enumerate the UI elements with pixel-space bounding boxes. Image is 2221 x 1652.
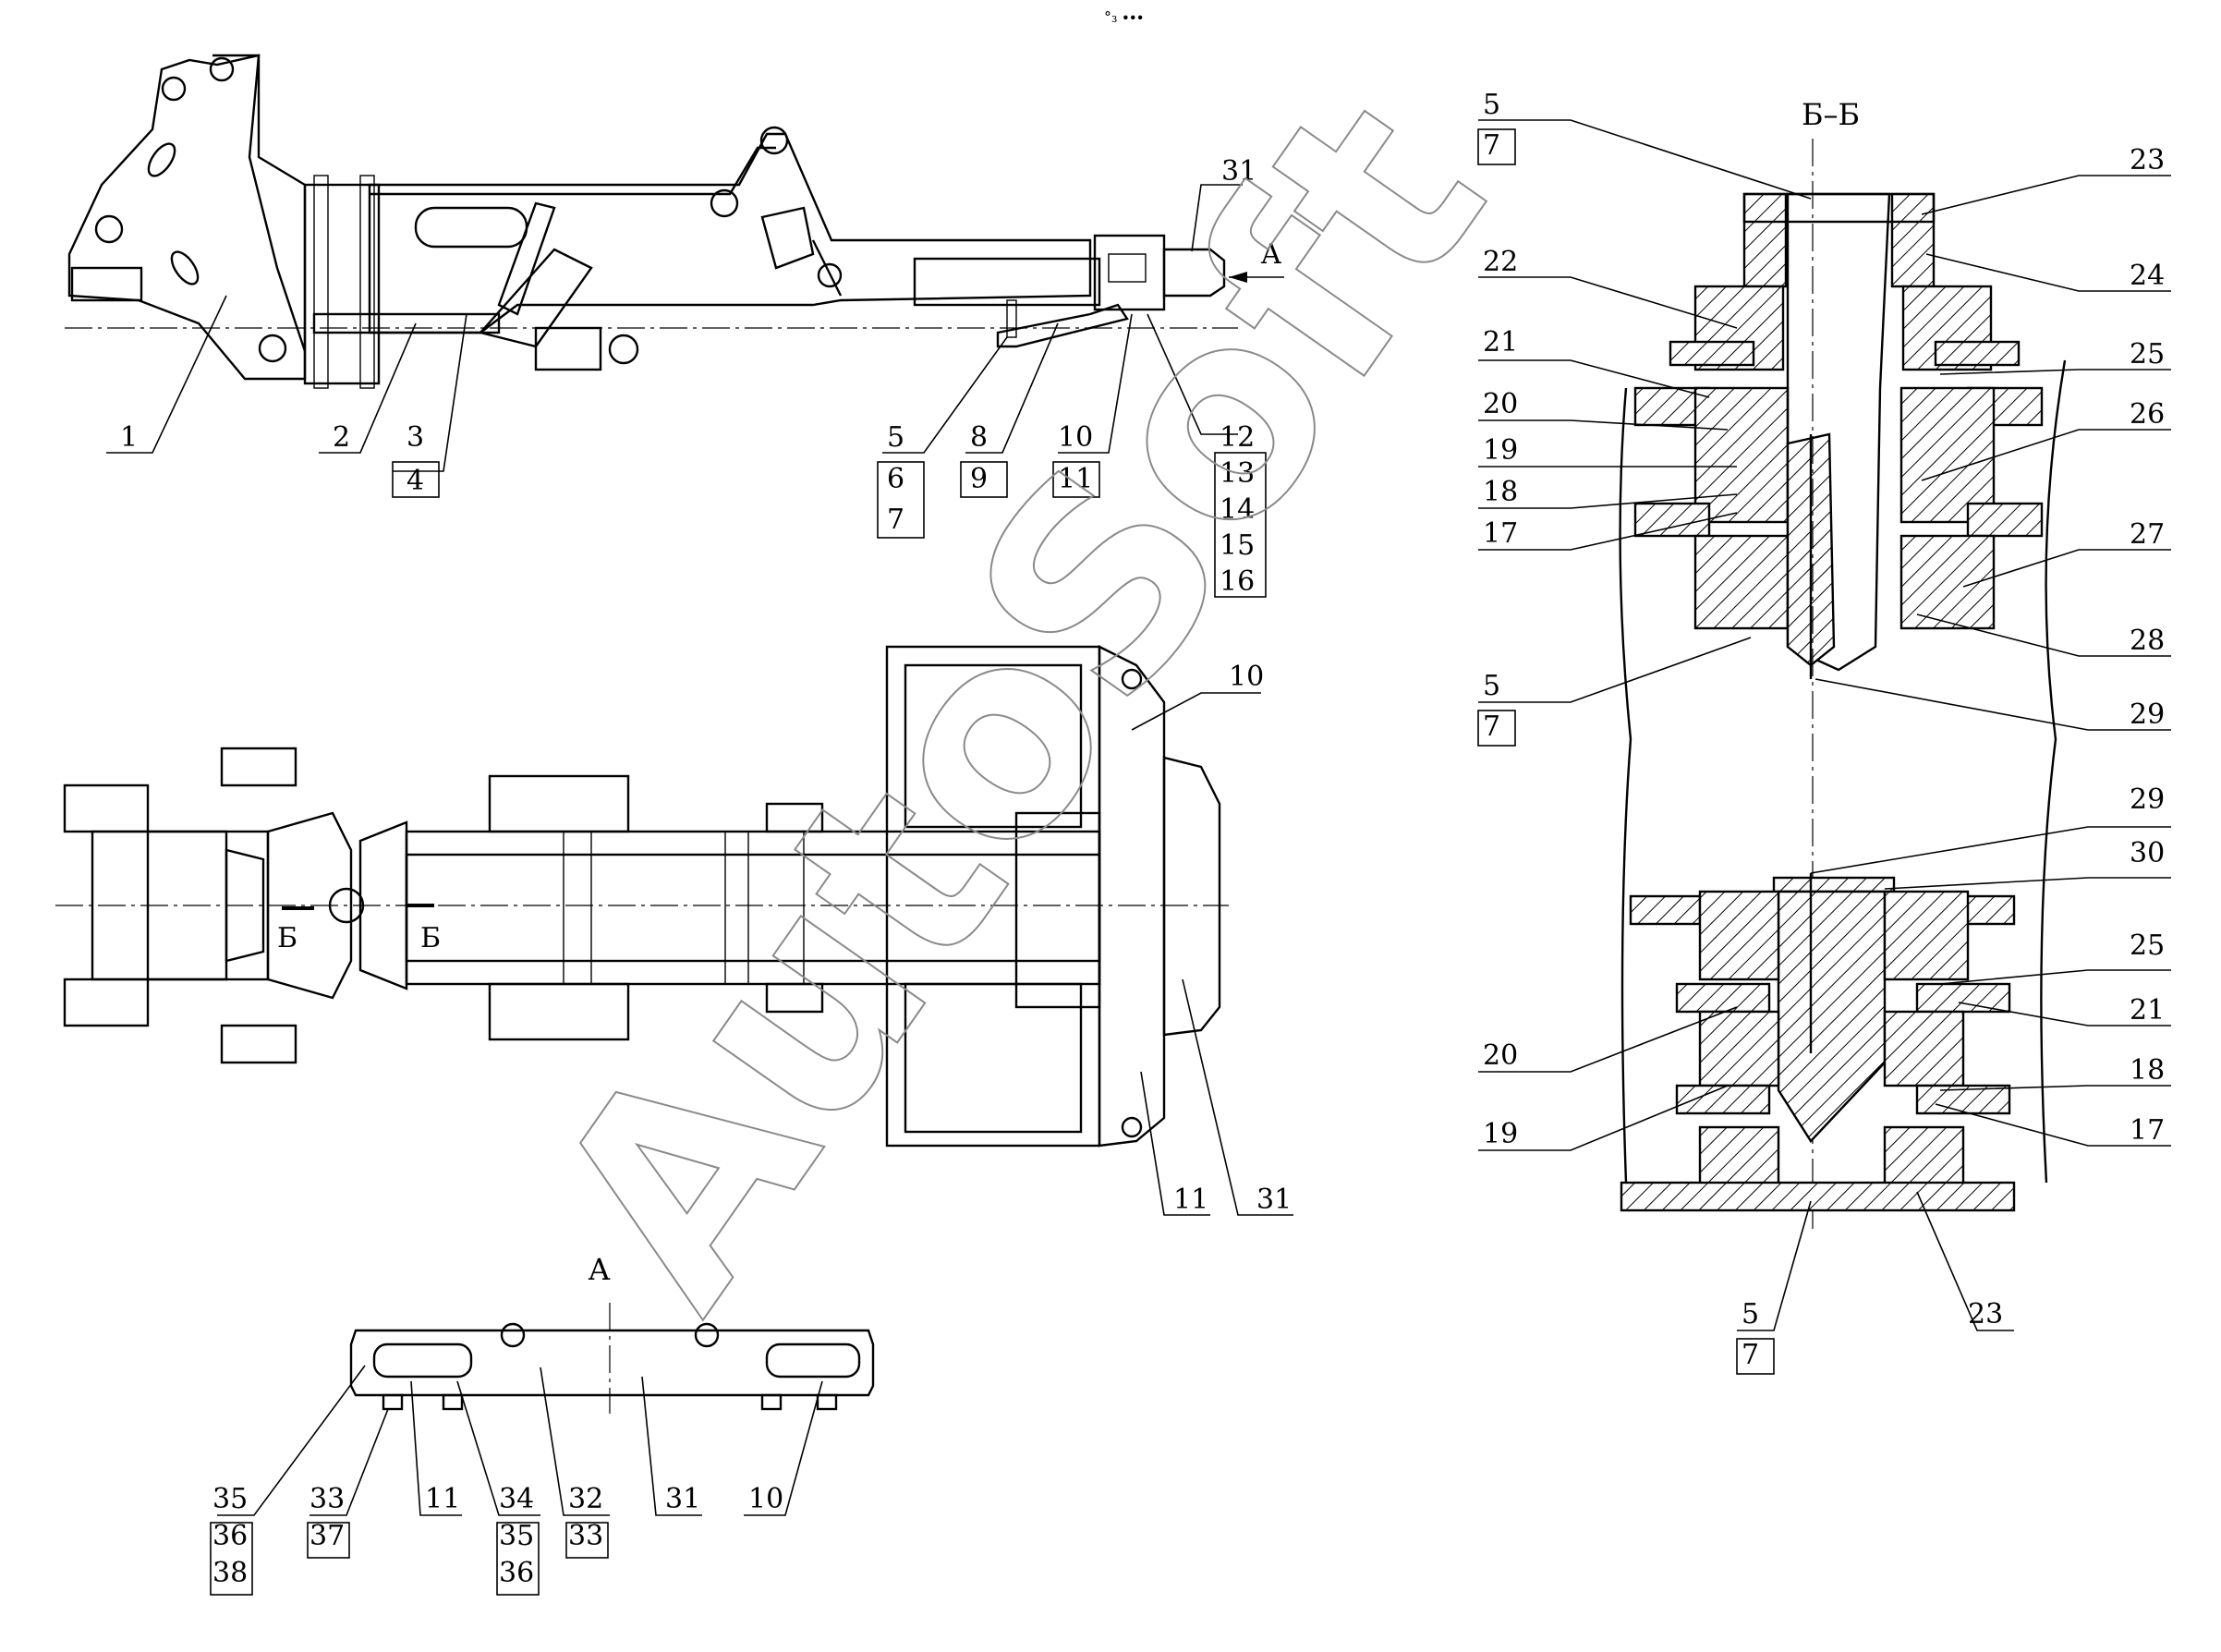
s-label-17-bottom: 17 (2130, 1114, 2165, 1147)
label-4: 4 (407, 465, 424, 497)
plan-label-10: 10 (1229, 661, 1264, 693)
a-label-31: 31 (665, 1483, 700, 1515)
label-15: 15 (1220, 529, 1255, 562)
view-a: A (349, 1252, 875, 1414)
a-label-10: 10 (748, 1483, 783, 1515)
side-view-labels: 1 2 3 4 5 6 7 8 9 10 11 12 13 14 15 16 3… (120, 155, 1267, 598)
s-label-28: 28 (2130, 625, 2165, 657)
label-3: 3 (407, 421, 424, 454)
s-label-30: 30 (2130, 837, 2165, 869)
s-label-5-top: 5 (1483, 89, 1500, 121)
a-label-11: 11 (425, 1483, 460, 1515)
s-label-17-top: 17 (1483, 517, 1518, 550)
arrow-a-label: A (1260, 238, 1281, 271)
section-title: Б–Б (1802, 97, 1860, 132)
a-label-34: 34 (499, 1483, 534, 1515)
watermark: AutoSoft (492, 45, 1546, 1359)
s-label-20-bottom: 20 (1483, 1039, 1518, 1072)
s-label-5-mid: 5 (1483, 670, 1500, 702)
a-label-36: 36 (212, 1520, 248, 1552)
a-label-35: 35 (212, 1483, 248, 1515)
s-label-29-top: 29 (2130, 698, 2165, 731)
s-label-27: 27 (2130, 518, 2165, 551)
label-2: 2 (333, 421, 350, 454)
s-label-21-bottom: 21 (2130, 994, 2165, 1026)
label-11: 11 (1058, 463, 1093, 495)
a-label-33: 33 (309, 1483, 345, 1515)
s-label-18-top: 18 (1483, 476, 1518, 508)
section-leaders (1478, 119, 2171, 1331)
label-31: 31 (1221, 155, 1256, 188)
a-label-33b: 33 (568, 1520, 603, 1552)
s-label-21-top: 21 (1483, 326, 1518, 358)
label-6: 6 (887, 463, 904, 495)
s-label-24: 24 (2130, 260, 2165, 292)
a-label-32: 32 (568, 1483, 603, 1515)
section-labels: 5 7 23 22 24 21 25 20 26 19 18 17 27 28 … (1477, 89, 2165, 1375)
s-label-7-top: 7 (1483, 129, 1500, 162)
s-label-23-bottom: 23 (1968, 1298, 2003, 1330)
label-1: 1 (120, 421, 138, 454)
s-label-7-bottom: 7 (1742, 1339, 1759, 1371)
plan-view-leaders: 10 11 31 (1131, 661, 1293, 1216)
s-label-25-top: 25 (2130, 338, 2165, 370)
label-8: 8 (970, 421, 988, 454)
s-label-20-top: 20 (1483, 388, 1518, 420)
s-label-22: 22 (1483, 246, 1518, 278)
s-label-19-top: 19 (1483, 434, 1518, 467)
s-label-7-mid: 7 (1483, 711, 1500, 743)
plan-view: Б Б (55, 645, 1229, 1148)
view-a-title: A (588, 1252, 611, 1287)
section-mark-right: Б (420, 922, 441, 954)
label-9: 9 (970, 463, 988, 495)
plan-label-11: 11 (1173, 1184, 1208, 1216)
a-label-36b: 36 (499, 1557, 534, 1589)
view-a-leaders: 35 36 38 33 37 11 34 35 36 32 33 31 10 (210, 1365, 823, 1596)
s-label-5-bottom: 5 (1742, 1298, 1759, 1330)
label-14: 14 (1220, 493, 1255, 526)
side-view: A (65, 54, 1284, 389)
label-12: 12 (1220, 421, 1255, 454)
label-5: 5 (887, 421, 904, 454)
a-label-38: 38 (212, 1557, 248, 1589)
side-view-leaders (106, 184, 1243, 472)
s-label-26: 26 (2130, 398, 2165, 431)
label-13: 13 (1220, 457, 1255, 490)
plan-label-31: 31 (1256, 1184, 1292, 1216)
label-16: 16 (1220, 565, 1255, 598)
a-label-37: 37 (309, 1520, 345, 1552)
label-10: 10 (1058, 421, 1093, 454)
s-label-18-bottom: 18 (2130, 1054, 2165, 1087)
s-label-29-bottom: 29 (2130, 783, 2165, 816)
section-mark-left: Б (277, 922, 297, 954)
top-mark: °₃ ∙∙∙ (1104, 8, 1144, 26)
label-7: 7 (887, 504, 904, 536)
a-label-35b: 35 (499, 1520, 534, 1552)
section-view: Б–Б (1619, 97, 2067, 1229)
s-label-25-bottom: 25 (2130, 929, 2165, 962)
s-label-19-bottom: 19 (1483, 1118, 1518, 1150)
s-label-23-top: 23 (2130, 144, 2165, 176)
